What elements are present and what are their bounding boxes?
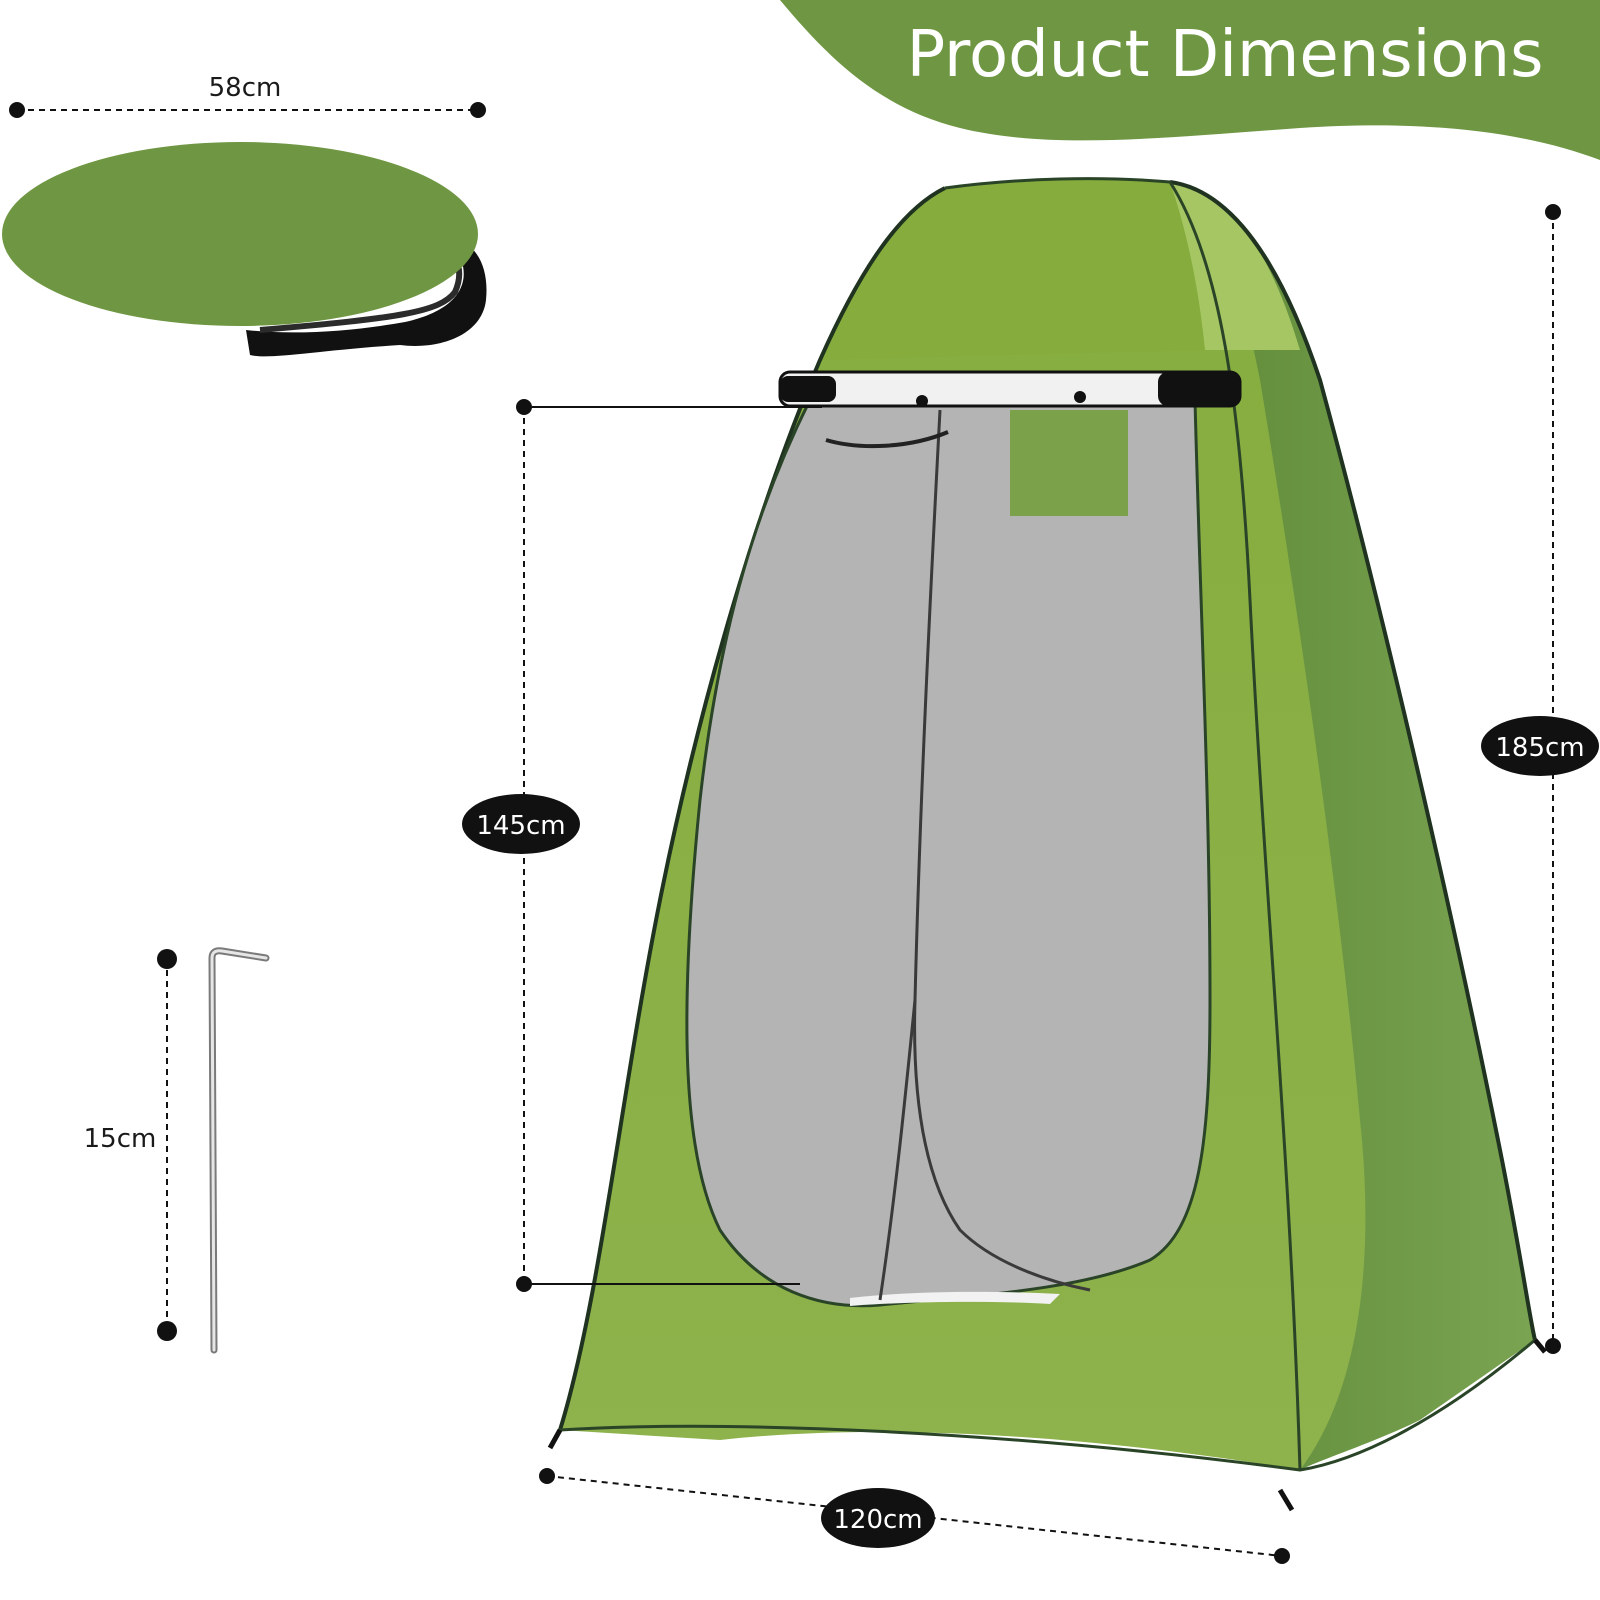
tent-height-dot-bottom	[1545, 1338, 1561, 1354]
base-width-dot-left	[539, 1468, 555, 1484]
page-title: Product Dimensions	[907, 18, 1544, 92]
door-height-label: 145cm	[476, 811, 565, 841]
tent-height-dot-top	[1545, 204, 1561, 220]
door-height-pill	[462, 794, 580, 854]
ground-peg-icon	[208, 947, 270, 1354]
carry-bag-icon	[2, 142, 487, 357]
door-height-dot-bottom	[516, 1276, 532, 1292]
tent-height-label: 185cm	[1495, 733, 1584, 763]
bag-diameter-dot-left	[9, 102, 25, 118]
pop-up-tent-icon	[547, 177, 1547, 1512]
header-banner	[780, 0, 1600, 160]
peg-length-dot-bottom	[157, 1321, 177, 1341]
peg-length-label: 15cm	[84, 1124, 157, 1154]
base-width-line	[546, 1475, 1283, 1557]
tent-height-pill	[1481, 716, 1599, 776]
bag-diameter-dot-right	[470, 102, 486, 118]
base-width-label: 120cm	[833, 1505, 922, 1535]
base-width-pill	[821, 1488, 935, 1548]
bag-diameter-label: 58cm	[209, 73, 282, 103]
base-width-dot-right	[1274, 1548, 1290, 1564]
peg-length-dot-top	[157, 949, 177, 969]
door-height-dot-top	[516, 399, 532, 415]
